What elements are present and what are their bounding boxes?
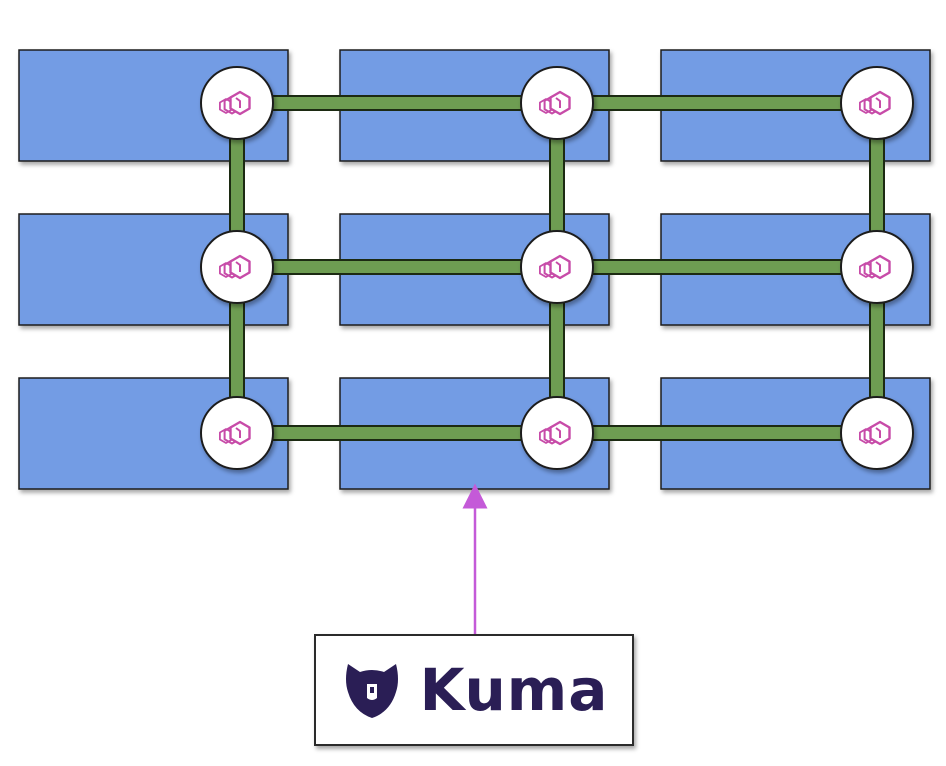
envoy-proxy-icon <box>218 254 251 280</box>
envoy-proxy-icon <box>538 420 571 446</box>
envoy-proxy-node-r3-c3 <box>840 396 914 470</box>
mesh-link-h-r3-c1 <box>236 425 558 441</box>
kuma-bear-logo-icon <box>345 664 398 718</box>
envoy-proxy-icon <box>218 90 251 116</box>
mesh-link-h-r1-c1 <box>236 95 558 111</box>
mesh-link-h-r2-c2 <box>556 259 878 275</box>
kuma-control-plane: Kuma <box>314 634 634 746</box>
envoy-proxy-node-r3-c2 <box>520 396 594 470</box>
envoy-proxy-node-r1-c2 <box>520 66 594 140</box>
envoy-proxy-node-r2-c2 <box>520 230 594 304</box>
mesh-link-h-r2-c1 <box>236 259 558 275</box>
mesh-link-h-r3-c2 <box>556 425 878 441</box>
envoy-proxy-node-r1-c1 <box>200 66 274 140</box>
envoy-proxy-icon <box>218 420 251 446</box>
envoy-proxy-icon <box>858 254 891 280</box>
mesh-link-h-r1-c2 <box>556 95 878 111</box>
envoy-proxy-node-r3-c1 <box>200 396 274 470</box>
kuma-wordmark: Kuma <box>419 656 609 724</box>
envoy-proxy-icon <box>538 90 571 116</box>
envoy-proxy-icon <box>538 254 571 280</box>
envoy-proxy-node-r2-c1 <box>200 230 274 304</box>
envoy-proxy-icon <box>858 420 891 446</box>
envoy-proxy-node-r2-c3 <box>840 230 914 304</box>
envoy-proxy-node-r1-c3 <box>840 66 914 140</box>
envoy-proxy-icon <box>858 90 891 116</box>
